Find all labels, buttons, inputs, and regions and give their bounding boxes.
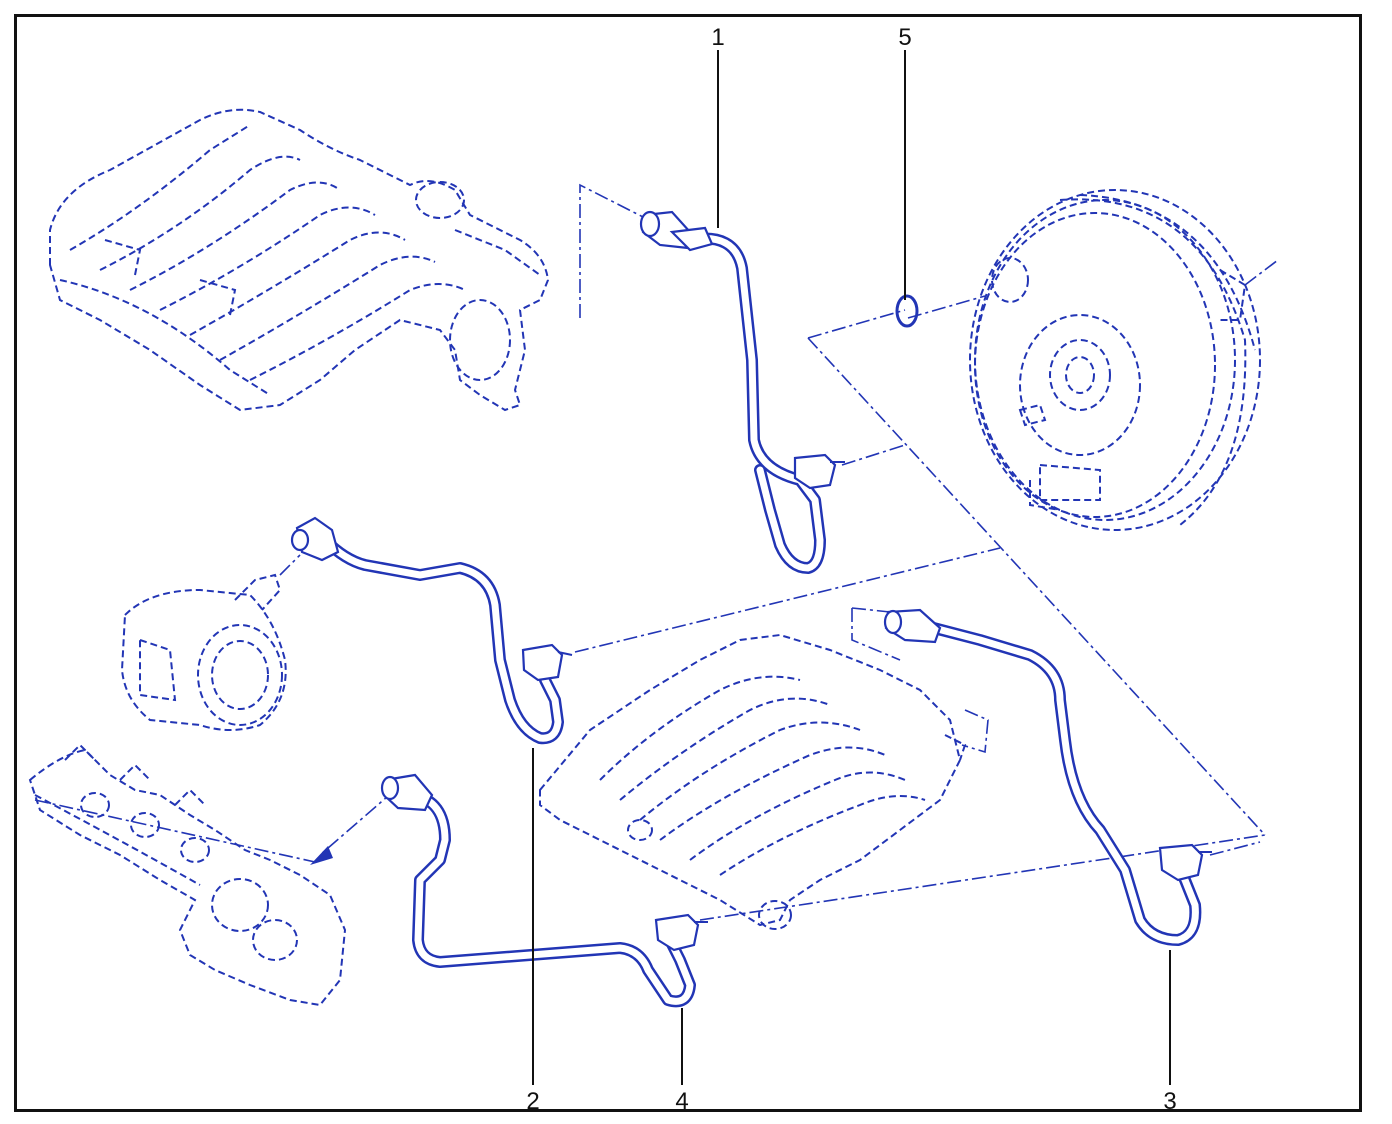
brake-booster (969, 189, 1279, 531)
vacuum-pipe-4 (380, 773, 708, 1008)
vacuum-pipe-2 (290, 516, 573, 745)
vacuum-pipe-1 (639, 210, 845, 574)
exhaust-manifold (28, 743, 347, 1007)
intake-manifold-lower (539, 633, 967, 930)
o-ring (895, 294, 919, 328)
vacuum-pipe-3 (883, 608, 1212, 946)
callout-leaders (532, 50, 1171, 1085)
callout-2-label: 2 (526, 1088, 539, 1115)
callout-4-label: 4 (675, 1088, 688, 1115)
callout-3-label: 3 (1163, 1088, 1176, 1115)
callout-5-label: 5 (898, 24, 911, 51)
intake-manifold-upper (49, 108, 550, 412)
vacuum-pump (120, 573, 287, 731)
callout-1-label: 1 (711, 24, 724, 51)
